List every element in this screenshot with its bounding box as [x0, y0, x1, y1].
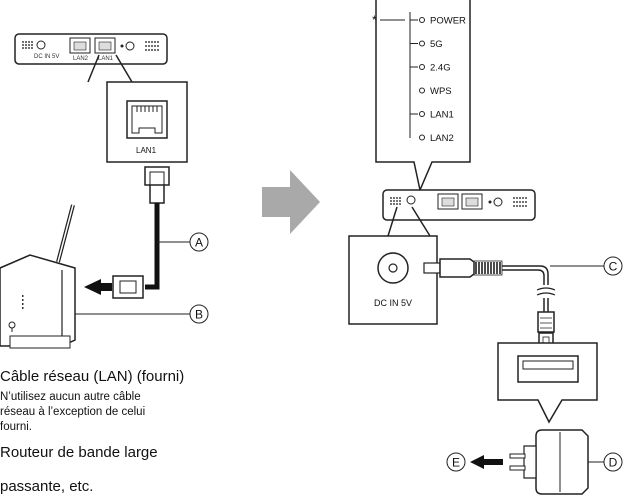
port-label-lan2: LAN2 — [73, 56, 89, 62]
callout-c-label: C — [609, 260, 618, 274]
caption-b-title-1: Routeur de bande large — [0, 444, 158, 461]
vent-grille-left — [22, 41, 33, 49]
callout-e-label: E — [452, 456, 460, 470]
asterisk-mark: * — [372, 13, 377, 27]
led-indicator-icon — [419, 40, 425, 47]
caption-b-title-2: passante, etc. — [0, 478, 94, 495]
led-label: LAN2 — [430, 133, 454, 144]
caption-a-title: Câble réseau (LAN) (fourni) — [0, 368, 185, 385]
wps-button-icon-right — [493, 197, 503, 207]
led-item: LAN2 — [419, 133, 454, 144]
lan1-zoom-box: LAN1 — [87, 54, 188, 163]
lan-plug-top — [144, 166, 170, 204]
cable-break-mark — [536, 287, 556, 296]
led-indicator-icon — [419, 64, 425, 70]
dc-jack-icon — [36, 40, 46, 50]
zoom-lan1-label: LAN1 — [136, 146, 157, 155]
led-item: POWER — [410, 16, 466, 27]
adapter-prong-top — [509, 453, 526, 459]
wps-button-icon — [125, 41, 135, 51]
vent-grille-right — [145, 41, 159, 51]
led-label: 5G — [430, 39, 443, 50]
dc-plug — [423, 258, 503, 278]
insert-arrow-outlet — [470, 455, 484, 469]
led-indicator-icon — [419, 87, 425, 94]
caption-a-note-3: fourni. — [0, 421, 32, 433]
led-zoom-box — [375, 0, 471, 193]
callout-a-label: A — [195, 236, 203, 250]
callout-d — [603, 452, 623, 472]
lan-cable — [145, 203, 160, 290]
callout-b-label: B — [195, 308, 203, 322]
dc-socket-icon — [377, 252, 409, 284]
led-item: 5G — [410, 39, 443, 50]
led-indicator-icon — [419, 17, 425, 23]
ac-adapter — [509, 429, 589, 495]
dc-zoom-label: DC IN 5V — [374, 298, 412, 308]
led-label: WPS — [430, 86, 452, 97]
reset-hole-icon — [120, 44, 124, 48]
lan-plug-router — [112, 275, 144, 299]
led-item: LAN1 — [410, 110, 454, 121]
router — [0, 204, 76, 349]
dc-zoom-box: DC IN 5V — [348, 206, 438, 325]
callout-d-label: D — [609, 456, 618, 470]
caption-a-note-2: réseau à l’exception de celui — [0, 406, 146, 418]
big-right-arrow — [262, 170, 320, 234]
callout-b — [189, 304, 209, 324]
led-label: LAN1 — [430, 110, 454, 121]
led-indicator-icon — [419, 111, 425, 117]
port-label-lan1: LAN1 — [98, 56, 114, 62]
dc-jack-icon-right — [406, 195, 416, 205]
led-label: 2.4G — [430, 63, 451, 74]
callout-c — [603, 256, 623, 276]
insert-arrow-left — [84, 279, 101, 295]
led-item: 2.4G — [410, 63, 451, 74]
power-cable — [502, 265, 549, 285]
callout-e — [446, 452, 466, 472]
callout-a — [189, 232, 209, 252]
led-label: POWER — [430, 16, 466, 27]
caption-a-note-1: N’utilisez aucun autre câble — [0, 391, 141, 403]
led-item: WPS — [419, 86, 452, 97]
device-left: DC IN 5V LAN2 LAN1 — [14, 33, 168, 65]
usb-port-zoom-box — [497, 342, 598, 424]
adapter-prong-bottom — [509, 465, 526, 471]
device-right — [382, 189, 536, 221]
port-label-dc: DC IN 5V — [34, 54, 59, 60]
router-leds — [22, 295, 24, 309]
led-indicator-icon — [419, 134, 425, 141]
